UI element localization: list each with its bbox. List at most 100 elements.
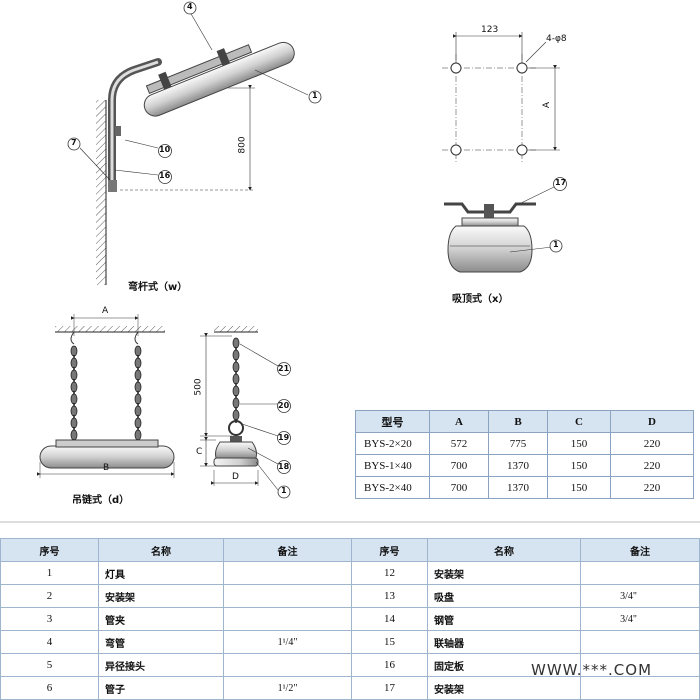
parts-cell-rem2: 3/4" xyxy=(580,584,700,608)
dim-a-ceiling: A xyxy=(542,101,553,109)
spec-header-model: 型号 xyxy=(355,410,430,433)
chain-link xyxy=(134,357,142,369)
chain-link xyxy=(70,381,78,393)
chain-link xyxy=(232,373,240,385)
callout-4: 4 xyxy=(187,2,193,11)
spec-cell: 700 xyxy=(429,476,489,499)
dim-500: 500 xyxy=(193,378,204,396)
parts-cell-name1: 管子 xyxy=(98,676,224,700)
ceiling-lamp-body xyxy=(447,225,533,273)
chain-link xyxy=(134,405,142,417)
parts-header-remark-2: 备注 xyxy=(580,538,700,562)
parts-cell-name2: 联轴器 xyxy=(427,630,581,654)
chain-link xyxy=(134,369,142,381)
parts-cell-rem1: 1¹/4" xyxy=(223,630,352,654)
parts-cell-n2: 16 xyxy=(351,653,428,677)
parts-header-remark: 备注 xyxy=(223,538,352,562)
spec-cell: 1370 xyxy=(488,454,548,477)
chain-link xyxy=(70,417,78,429)
hole-spec: 4-φ8 xyxy=(546,34,567,44)
wall-hatch xyxy=(96,100,106,285)
dim-123: 123 xyxy=(481,25,499,35)
chain-link xyxy=(232,409,240,421)
single-chain-lamp-body xyxy=(215,441,257,459)
spec-header-row: 型号 A B C D xyxy=(355,410,694,433)
chain-double-view xyxy=(37,314,175,478)
ceiling-mount-view xyxy=(442,32,567,273)
chain-link xyxy=(134,345,142,357)
dim-800: 800 xyxy=(237,136,248,154)
spec-row: BYS-2×40 700 1370 150 220 xyxy=(355,476,694,499)
parts-cell-n1: 2 xyxy=(0,584,99,608)
parts-cell-rem1 xyxy=(223,584,352,608)
chain-link xyxy=(232,337,240,349)
parts-cell-name1: 灯具 xyxy=(98,561,224,585)
parts-cell-name2: 钢管 xyxy=(427,607,581,631)
spec-cell: 220 xyxy=(610,432,694,455)
spec-row: BYS-1×40 700 1370 150 220 xyxy=(355,454,694,477)
chain-link xyxy=(70,429,78,441)
wall-bracket-caption: 弯杆式（w） xyxy=(128,282,188,293)
spec-cell: 572 xyxy=(429,432,489,455)
parts-cell-n2: 13 xyxy=(351,584,428,608)
spec-cell: 775 xyxy=(488,432,548,455)
spec-cell: 220 xyxy=(610,454,694,477)
chain-link xyxy=(134,393,142,405)
spec-table: 型号 A B C D BYS-2×20 572 775 150 220 BYS-… xyxy=(355,410,694,499)
parts-cell-name2: 吸盘 xyxy=(427,584,581,608)
dim-c: C xyxy=(196,447,203,457)
watermark: WWW.***.COM xyxy=(531,661,653,679)
parts-header-no-2: 序号 xyxy=(351,538,428,562)
parts-header-name-2: 名称 xyxy=(427,538,581,562)
parts-cell-name2: 安装架 xyxy=(427,676,581,700)
wall-bracket-view xyxy=(67,1,322,285)
chain-caption: 吊链式（d） xyxy=(72,495,130,506)
spec-cell: 700 xyxy=(429,454,489,477)
parts-cell-name1: 弯管 xyxy=(98,630,224,654)
spec-header-c: C xyxy=(547,410,611,433)
spec-cell: BYS-2×40 xyxy=(355,476,430,499)
chain-link xyxy=(134,381,142,393)
parts-header-name: 名称 xyxy=(98,538,224,562)
parts-cell-name1: 安装架 xyxy=(98,584,224,608)
spec-cell: 150 xyxy=(547,432,611,455)
parts-cell-n2: 15 xyxy=(351,630,428,654)
dim-d: D xyxy=(232,472,239,482)
callout-1-ceiling: 1 xyxy=(553,240,559,249)
chain-link xyxy=(232,349,240,361)
callout-1-chain: 1 xyxy=(281,486,287,495)
parts-header-row: 序号 名称 备注 序号 名称 备注 xyxy=(0,538,700,562)
parts-cell-rem2 xyxy=(580,561,700,585)
parts-cell-rem2 xyxy=(580,676,700,700)
parts-cell-rem1 xyxy=(223,561,352,585)
callout-16: 16 xyxy=(159,171,171,180)
callout-21: 21 xyxy=(278,364,290,373)
callout-20: 20 xyxy=(278,401,290,410)
parts-cell-rem1: 1¹/2" xyxy=(223,676,352,700)
chain-link xyxy=(232,385,240,397)
dim-b-chain: B xyxy=(103,463,110,473)
chain-link xyxy=(70,393,78,405)
callout-17: 17 xyxy=(555,178,567,187)
spec-header-a: A xyxy=(429,410,489,433)
chain-link xyxy=(134,417,142,429)
ceiling-caption: 吸顶式（x） xyxy=(452,294,509,305)
chain-link xyxy=(70,369,78,381)
dim-a-chain: A xyxy=(102,306,109,316)
parts-cell-rem2: 3/4" xyxy=(580,607,700,631)
parts-cell-name1: 异径接头 xyxy=(98,653,224,677)
parts-cell-n1: 1 xyxy=(0,561,99,585)
spec-cell: BYS-2×20 xyxy=(355,432,430,455)
parts-cell-n1: 3 xyxy=(0,607,99,631)
spec-cell: 220 xyxy=(610,476,694,499)
callout-1-wall: 1 xyxy=(312,91,318,100)
parts-cell-n1: 4 xyxy=(0,630,99,654)
parts-cell-n2: 17 xyxy=(351,676,428,700)
chain-link xyxy=(70,357,78,369)
parts-cell-name2: 安装架 xyxy=(427,561,581,585)
